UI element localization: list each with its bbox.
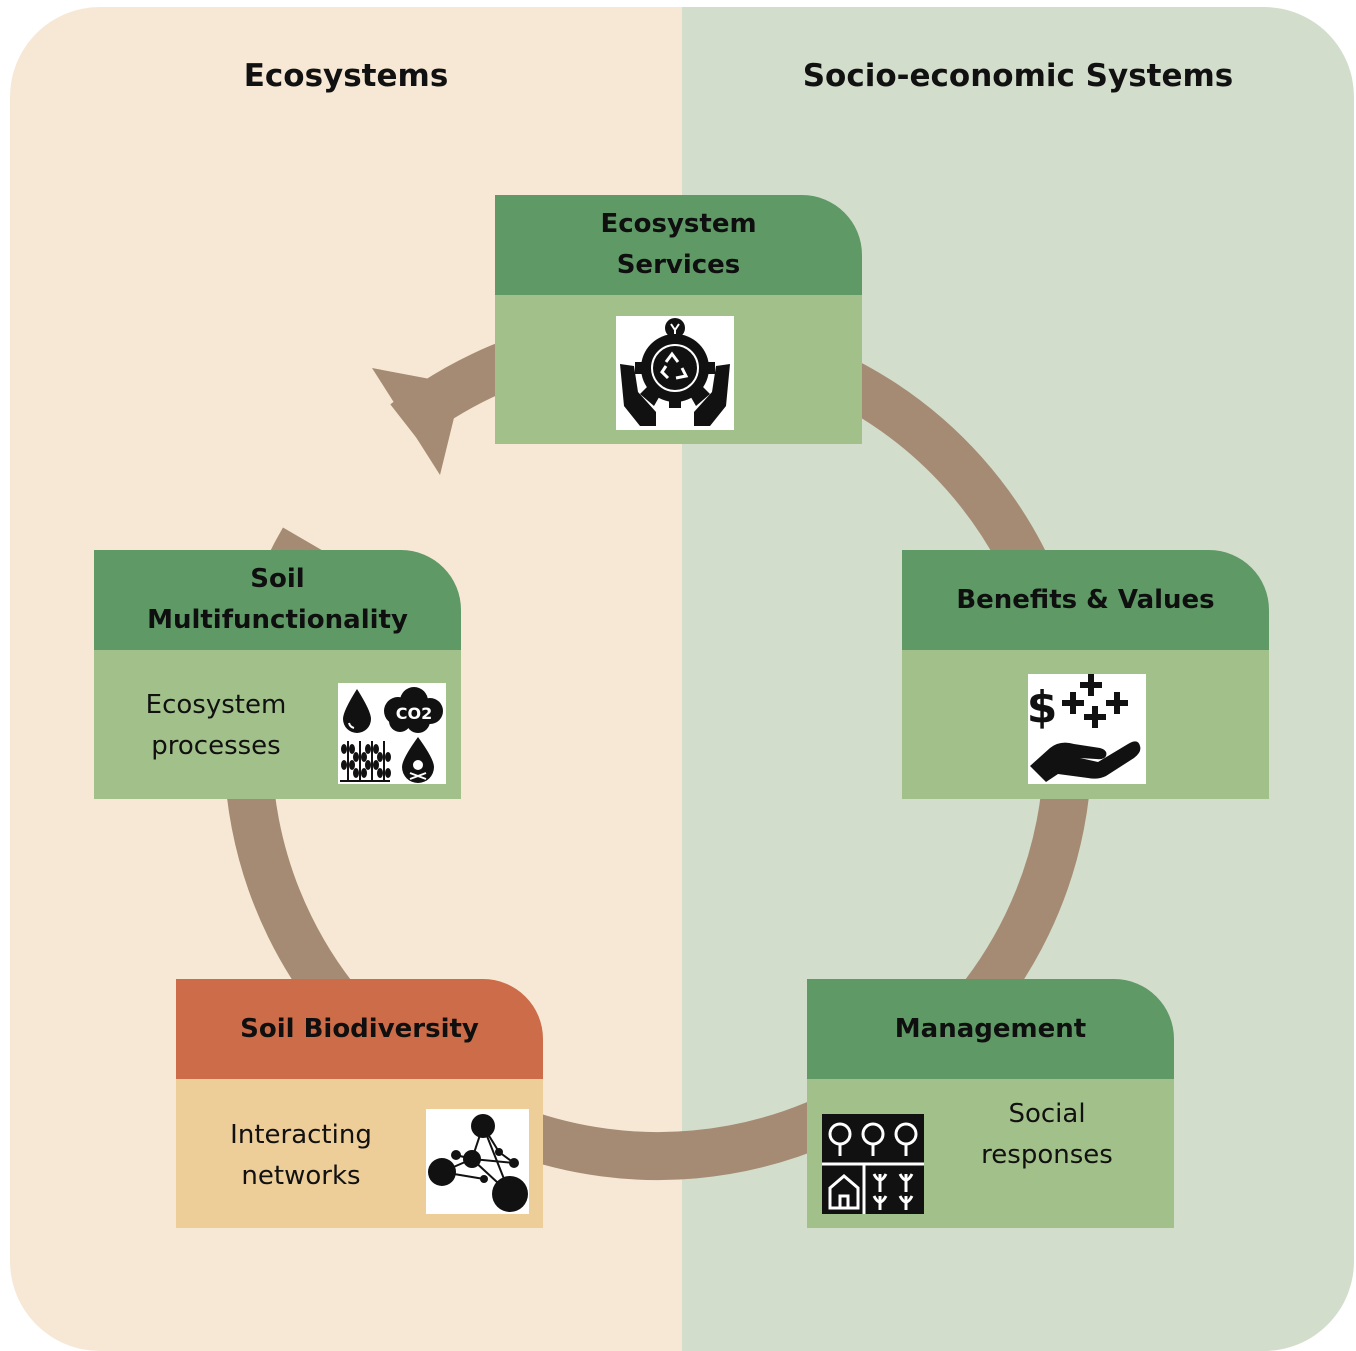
node-title: Benefits & Values bbox=[956, 584, 1215, 615]
node-body-line1: Interacting bbox=[230, 1120, 372, 1150]
co2-label: CO2 bbox=[396, 704, 432, 723]
network-nodes-icon bbox=[426, 1109, 529, 1214]
node-header: Benefits & Values bbox=[902, 550, 1269, 650]
node-header: Management bbox=[807, 979, 1174, 1079]
node-body-line1: Ecosystem bbox=[145, 690, 287, 720]
hands-holding-recycle-gear-icon bbox=[616, 316, 734, 430]
hand-money-plus-icon: $ bbox=[1028, 674, 1146, 784]
node-title-line1: Soil bbox=[250, 564, 305, 594]
node-title-line2: Services bbox=[616, 250, 741, 280]
node-header: Soil Multifunctionality bbox=[94, 550, 461, 650]
node-body: $ bbox=[902, 650, 1269, 799]
node-ecosystem-services: Ecosystem Services bbox=[495, 195, 862, 444]
node-soil-biodiversity: Soil Biodiversity Interacting networks bbox=[176, 979, 543, 1228]
node-body bbox=[495, 295, 862, 444]
node-body-line2: networks bbox=[241, 1161, 361, 1191]
node-body: Interacting networks bbox=[176, 1079, 543, 1228]
node-body-line2: responses bbox=[981, 1140, 1113, 1170]
cycle-arrowhead bbox=[372, 368, 462, 475]
node-header: Ecosystem Services bbox=[495, 195, 862, 295]
node-soil-multifunctionality: Soil Multifunctionality Ecosystem proces… bbox=[94, 550, 461, 799]
trees-house-crops-icon bbox=[822, 1114, 924, 1214]
node-title: Soil Biodiversity bbox=[240, 1013, 479, 1044]
ecosystems-title: Ecosystems bbox=[243, 58, 449, 94]
node-body-line1: Social bbox=[1008, 1099, 1086, 1129]
svg-text:$: $ bbox=[1028, 682, 1057, 733]
node-title: Management bbox=[894, 1013, 1087, 1044]
node-body: Social responses bbox=[807, 1079, 1174, 1228]
node-header: Soil Biodiversity bbox=[176, 979, 543, 1079]
node-title-line1: Ecosystem bbox=[600, 209, 757, 239]
water-co2-crops-pollution-icon: CO2 bbox=[338, 683, 446, 784]
node-management: Management Social respo bbox=[807, 979, 1174, 1228]
node-body-line2: processes bbox=[151, 731, 281, 761]
node-benefits-values: Benefits & Values $ bbox=[902, 550, 1269, 799]
node-body: Ecosystem processes CO2 bbox=[94, 650, 461, 799]
node-title-line2: Multifunctionality bbox=[147, 605, 408, 635]
socio-economic-title: Socio-economic Systems bbox=[802, 58, 1234, 94]
